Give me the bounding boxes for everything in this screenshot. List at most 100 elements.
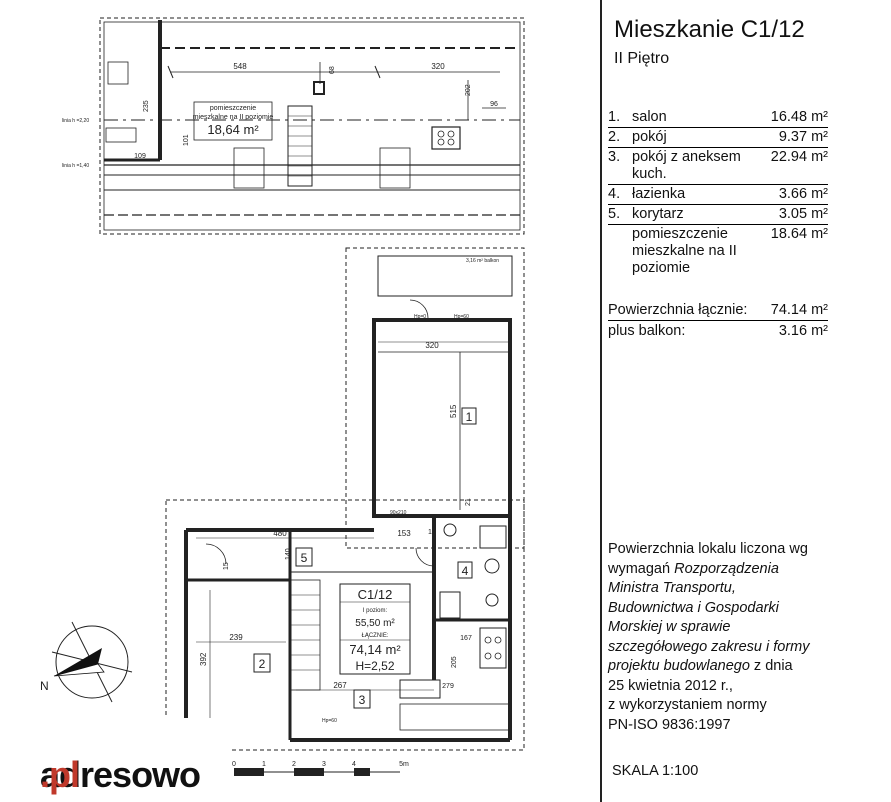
lower-level-labels: 3,16 m² balkon Hp=0 Hp=60 Hp=60 320 515 … bbox=[199, 258, 499, 768]
room-area: 3.66 m² bbox=[752, 184, 828, 205]
note-line: wymagań bbox=[608, 560, 675, 577]
line-h220: linia h =2,20 bbox=[62, 118, 89, 124]
dim-480: 480 bbox=[273, 529, 287, 538]
scale-tick-0: 0 bbox=[232, 761, 236, 768]
hp60-top: Hp=60 bbox=[454, 314, 469, 320]
dim-320-salon: 320 bbox=[425, 341, 439, 350]
room-area: 3.05 m² bbox=[752, 204, 828, 225]
area-note: Powierzchnia lokalu liczona wg wymagań R… bbox=[608, 540, 848, 735]
unit-height: H=2,52 bbox=[355, 659, 394, 673]
logo-suffix: .pl bbox=[40, 754, 80, 795]
compass: N bbox=[40, 621, 133, 703]
dim-167: 167 bbox=[460, 635, 472, 642]
dim-140: 140 bbox=[285, 548, 292, 560]
note-line: 25 kwietnia 2012 r., bbox=[608, 677, 733, 694]
dim-68: 68 bbox=[329, 66, 336, 74]
room-row: 2. pokój 9.37 m² bbox=[608, 127, 828, 148]
room-num bbox=[608, 225, 632, 279]
dim-202: 202 bbox=[465, 84, 472, 96]
door-90x210: 90x210 bbox=[390, 510, 407, 516]
room-number-3: 3 bbox=[359, 693, 366, 707]
unit-total-label: ŁĄCZNIE: bbox=[361, 633, 388, 639]
room-name: salon bbox=[632, 108, 752, 128]
upper-level-area: 18,64 m² bbox=[207, 122, 259, 137]
unit-id: C1/12 bbox=[358, 587, 393, 602]
room-row: 5. korytarz 3.05 m² bbox=[608, 204, 828, 225]
room-row: 4. łazienka 3.66 m² bbox=[608, 184, 828, 205]
unit-level1-area: 55,50 m² bbox=[355, 618, 395, 629]
line-h140: linia h =1,40 bbox=[62, 163, 89, 169]
room-name: korytarz bbox=[632, 204, 752, 225]
compass-n: N bbox=[40, 679, 49, 693]
room-number-5: 5 bbox=[301, 551, 308, 565]
room-area: 16.48 m² bbox=[752, 108, 828, 128]
note-line-italic: Ministra Transportu, bbox=[608, 580, 736, 596]
floor-plan: pomieszczenie mieszkalne na II poziomie … bbox=[40, 17, 525, 776]
room-area: 18.64 m² bbox=[770, 226, 828, 242]
logo-main: adresowo bbox=[40, 754, 201, 795]
note-line-italic: projektu budowlanego bbox=[608, 658, 750, 674]
room-num: 4. bbox=[608, 184, 632, 205]
room-num: 5. bbox=[608, 204, 632, 225]
room-num: 3. bbox=[608, 147, 632, 185]
total-value: 74.14 m² bbox=[770, 302, 828, 318]
scale-tick-4: 4 bbox=[352, 761, 356, 768]
room-number-2: 2 bbox=[259, 657, 266, 671]
scale-tick-1: 1 bbox=[262, 761, 266, 768]
room-area: 9.37 m² bbox=[752, 127, 828, 148]
dim-109: 109 bbox=[134, 153, 146, 160]
dim-279: 279 bbox=[442, 683, 454, 690]
note-line-italic: Budownictwa i Gospodarki bbox=[608, 599, 779, 616]
dim-15: 15 bbox=[428, 529, 436, 536]
dim-205: 205 bbox=[451, 656, 458, 668]
dim-96: 96 bbox=[490, 101, 498, 108]
room-num: 1. bbox=[608, 108, 632, 128]
dim-153: 153 bbox=[397, 529, 411, 538]
info-panel: Mieszkanie C1/12 II Piętro 1. salon 16.4… bbox=[606, 0, 891, 802]
dim-515: 515 bbox=[449, 404, 458, 418]
unit-total-area: 74,14 m² bbox=[349, 642, 401, 657]
totals: Powierzchnia łącznie: 74.14 m² plus balk… bbox=[608, 300, 828, 341]
note-line: z wykorzystaniem normy bbox=[608, 697, 767, 713]
logo: adresowo.pl bbox=[0, 718, 232, 802]
balcony-label: plus balkon: bbox=[608, 323, 686, 339]
room-number-4: 4 bbox=[462, 564, 469, 578]
room-number-1: 1 bbox=[466, 410, 473, 424]
dim-235: 235 bbox=[143, 100, 150, 112]
balcony-note: 3,16 m² balkon bbox=[466, 258, 499, 264]
note-line: z dnia bbox=[749, 658, 793, 674]
apartment-floor: II Piętro bbox=[614, 50, 670, 67]
dim-15-small: 15 bbox=[223, 562, 230, 570]
rooms-table: 1. salon 16.48 m² 2. pokój 9.37 m² 3. po… bbox=[608, 108, 828, 278]
room-name: łazienka bbox=[632, 184, 752, 205]
room-row: 1. salon 16.48 m² bbox=[608, 108, 828, 128]
room-name: pokój bbox=[632, 127, 752, 148]
dim-21: 21 bbox=[465, 498, 472, 506]
note-line: PN-ISO 9836:1997 bbox=[608, 716, 731, 733]
dim-392: 392 bbox=[199, 652, 208, 666]
room-row: 3. pokój z aneksem kuch. 22.94 m² bbox=[608, 147, 828, 185]
note-line-italic: Rozporządzenia bbox=[674, 560, 779, 577]
upper-level-label-1: pomieszczenie bbox=[210, 105, 256, 112]
lower-level bbox=[165, 247, 525, 776]
dim-239: 239 bbox=[229, 633, 243, 642]
scale-tick-2: 2 bbox=[292, 761, 296, 768]
apartment-title: Mieszkanie C1/12 bbox=[614, 16, 805, 43]
panel-divider bbox=[600, 0, 602, 802]
room-area: 22.94 m² bbox=[752, 147, 828, 185]
room-name: pomieszczenie mieszkalne na II poziomie bbox=[632, 226, 737, 276]
total-label: Powierzchnia łącznie: bbox=[608, 302, 748, 318]
note-line-italic: Morskiej w sprawie bbox=[608, 619, 731, 635]
scale-tick-5m: 5m bbox=[399, 761, 409, 768]
dim-548: 548 bbox=[233, 62, 247, 71]
dim-267: 267 bbox=[333, 681, 347, 690]
note-line-italic: szczegółowego zakresu i formy bbox=[608, 638, 810, 655]
hp60-bottom: Hp=60 bbox=[322, 718, 337, 724]
room-num: 2. bbox=[608, 127, 632, 148]
room-name: pokój z aneksem kuch. bbox=[632, 147, 752, 185]
room-row: pomieszczenie mieszkalne na II poziomie … bbox=[608, 225, 828, 279]
scale-tick-3: 3 bbox=[322, 761, 326, 768]
compass-needle-icon bbox=[54, 648, 102, 676]
note-line: Powierzchnia lokalu liczona wg bbox=[608, 541, 808, 557]
balcony-value: 3.16 m² bbox=[778, 323, 828, 339]
